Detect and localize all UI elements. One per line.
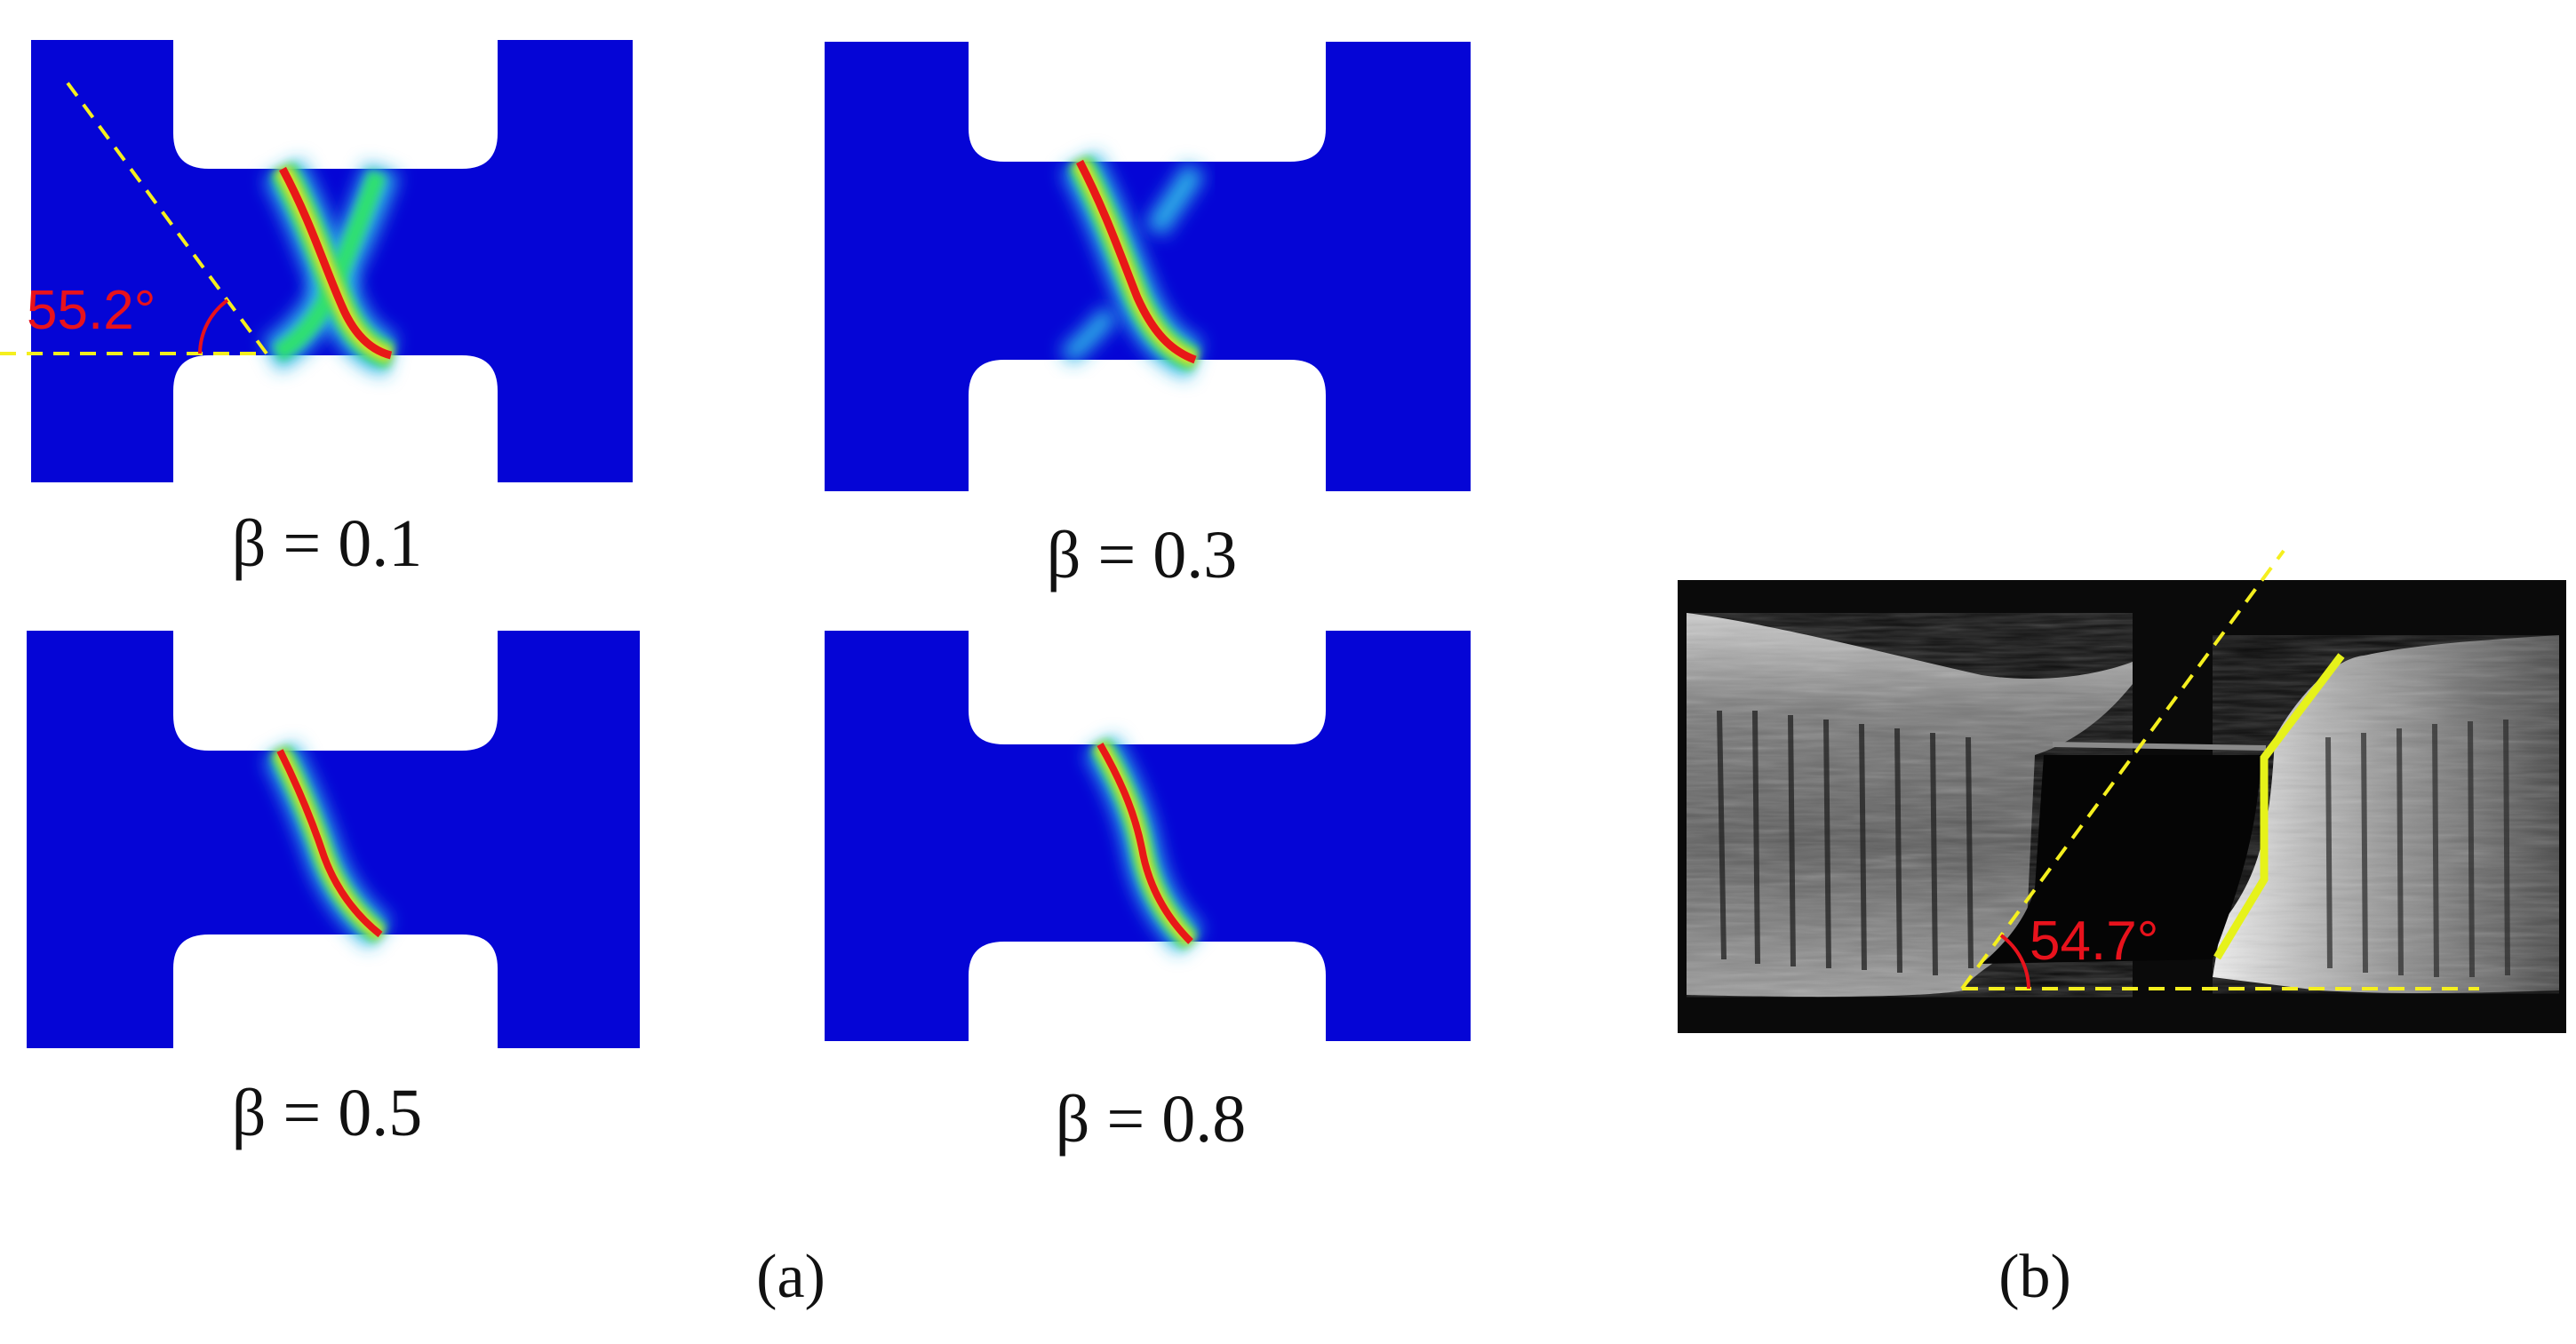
beta-label-1: β = 0.1 (232, 506, 423, 581)
beta-label-3: β = 0.5 (232, 1076, 423, 1150)
simulation-panel-beta-0-1: 55.2° (0, 40, 633, 482)
panel-b-caption: (b) (1998, 1243, 2071, 1311)
shear-band (1084, 736, 1204, 955)
angle-label: 54.7° (2030, 911, 2158, 972)
guide-line-inclined (1960, 549, 2285, 990)
shear-band (1060, 152, 1206, 379)
guide-line-inclined (65, 80, 268, 355)
angle-arc (1999, 934, 2030, 990)
specimen-photo: 54.7° (1678, 549, 2566, 1033)
fracture-edge-line (2213, 653, 2345, 960)
simulation-panel-beta-0-5 (27, 631, 640, 1048)
panel-a-caption: (a) (756, 1243, 825, 1311)
simulation-panel-beta-0-3 (825, 42, 1471, 491)
shear-band (264, 743, 392, 949)
angle-arc (198, 298, 229, 354)
simulation-panel-beta-0-8 (825, 631, 1471, 1041)
angle-label: 55.2° (27, 280, 156, 341)
beta-label-4: β = 0.8 (1056, 1082, 1247, 1157)
specimen-contour (825, 42, 1471, 491)
beta-label-2: β = 0.3 (1047, 518, 1238, 592)
shear-band (262, 158, 399, 377)
